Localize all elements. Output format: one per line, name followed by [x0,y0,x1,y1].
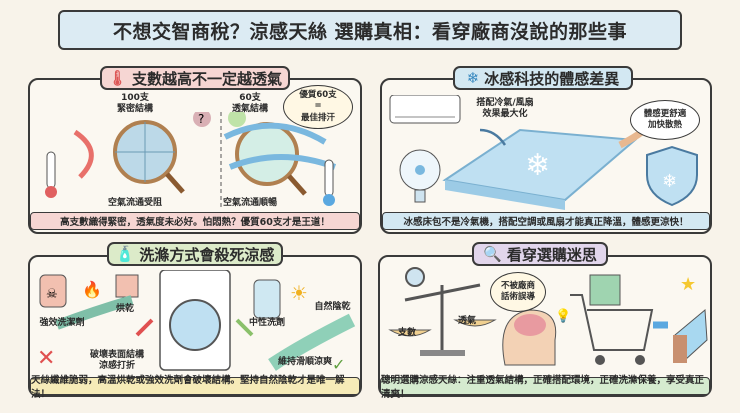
heat-flame-icon: 🔥 [82,280,102,299]
dense-weave-magnifier-icon [113,120,185,194]
washing-illustration: ☠ 🔥 ✕ ☀ ✓ [37,270,356,374]
svg-text:☠: ☠ [46,287,58,302]
panel-title-myths: 🔍看穿選購迷思 [472,242,608,266]
strong-detergent-icon [39,274,67,308]
hot-thermometer-icon [45,151,57,198]
caption-washing: 天絲纖維脆弱，高溫烘乾或強效洗劑會破壞結構。堅持自然陰乾才是唯一解法！ [30,375,360,400]
dryer-label: 烘乾 [115,304,134,314]
bed-icon [673,308,708,363]
panel-title-washing: 🧴洗滌方式會殺死涼感 [107,242,283,266]
magnifier-icon: 🔍 [483,245,502,263]
air-dry-label: 自然陰乾 [314,302,351,312]
thermometer-icon: 🌡 [107,69,128,87]
washing-machine-icon [159,270,231,371]
breathable-weave-magnifier-icon [235,122,307,196]
snowflake-shield-icon: ❄ [646,145,698,207]
caption-thread-count: 高支數織得緊密，透氣度未必好。怕悶熱？優質60支才是王道！ [30,212,360,230]
lightbulb-icon: 💡 [555,308,571,324]
keep-smooth-label: 維持滑順涼爽 [277,357,332,367]
scale-left-label: 支數 [397,328,416,338]
air-blocked-label: 空氣流通受阻 [107,198,162,208]
svg-text:❄: ❄ [525,148,550,183]
fan-icon [399,149,441,203]
panel-title-thread-count: 🌡支數越高不一定越透氣 [100,66,290,90]
check-icon [228,112,246,127]
caption-myths: 聰明選購涼感天絲：注重透氣結構，正確搭配環境，正確洗滌保養，享受真正清爽！ [380,375,710,400]
neutral-detergent-label: 中性洗劑 [248,318,285,328]
ac-fan-label: 搭配冷氣/風扇 效果最大化 [476,98,534,119]
speech-bubble-60-count: 優質60支 = 最佳排汗 [283,85,353,129]
svg-text:?: ? [198,112,204,126]
breathable-weave-label: 60支 透氣結構 [231,93,268,114]
check-icon: ✓ [332,355,345,374]
sun-icon: ☀ [290,281,308,305]
question-icon [193,112,211,127]
air-smooth-label: 空氣流通順暢 [222,198,277,208]
arrow-icon [479,128,507,146]
brain-head-icon [502,309,557,366]
snowflake-icon: ❄ [466,69,480,87]
panel-title-text: 洗滌方式會殺死涼感 [139,245,275,264]
smooth-fiber-icon [268,313,356,371]
air-conditioner-icon [389,95,461,124]
cross-icon: ✕ [37,346,55,371]
panel-title-text: 支數越高不一定越透氣 [132,69,283,88]
cool-thermometer-icon [323,159,335,206]
dense-weave-label: 100支 緊密結構 [116,93,153,114]
neutral-detergent-icon [253,279,281,319]
speech-bubble-marketing: 不被廠商 話術誤導 [490,272,546,312]
thought-bubble-comfort: 體感更舒適 加快散熱 [630,100,700,140]
cooling-illustration: ❄ ❄ [389,95,698,210]
blocked-air-arrow-icon [73,129,94,179]
shopping-cart-icon [570,274,654,365]
balance-scale-icon [388,283,497,356]
star-icon: ★ [680,274,696,295]
detergent-bottle-icon: 🧴 [115,245,135,263]
caption-cooling: 冰感床包不是冷氣機，搭配空調或風扇才能真正降溫，體感更涼快！ [382,212,710,230]
svg-text:❄: ❄ [662,171,677,192]
weave-comparison-illustration: ? [45,112,337,207]
cooling-mattress-icon: ❄ [442,128,638,210]
page-title: 不想交智商稅？涼感天絲 選購真相：看穿廠商沒說的那些事 [58,10,682,50]
bad-arrow-icon [135,318,154,337]
airflow-arrow-icon [223,122,327,145]
panel-title-text: 看穿選購迷思 [506,245,597,264]
panel-title-text: 冰感科技的體感差異 [484,69,620,88]
magnifier-glass-icon [405,267,425,287]
myths-illustration: 💡 ★ [388,267,708,366]
good-arrow-icon [235,318,254,337]
damage-label: 破壞表面結構 涼感打折 [89,350,144,371]
strong-detergent-label: 強效洗潔劑 [39,318,85,328]
panel-title-cooling: ❄冰感科技的體感差異 [453,66,633,90]
dryer-icon [115,274,139,298]
scale-right-label: 透氣 [457,316,476,326]
damaged-fiber-icon [55,295,134,330]
